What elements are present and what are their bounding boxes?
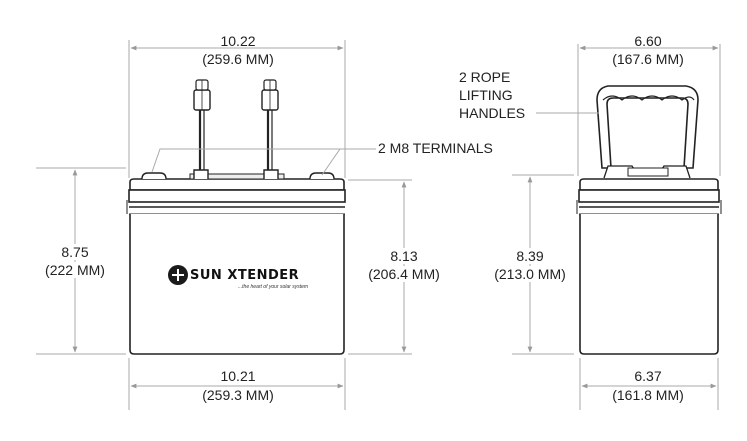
front-top-width-value: 10.22: [220, 33, 256, 49]
side-bottom-width-metric: (161.8 MM): [612, 387, 684, 403]
front-total-height-metric: (222 MM): [45, 262, 105, 278]
front-dimension-lines: [36, 40, 412, 410]
front-top-width-metric: (259.6 MM): [202, 51, 274, 67]
side-dimension-lines: [512, 44, 721, 410]
handles-callout-line-2: LIFTING: [459, 87, 513, 103]
side-height-value: 8.39: [516, 248, 544, 264]
front-case-height-value: 8.13: [390, 248, 418, 264]
side-top-width-value: 6.60: [634, 33, 662, 49]
sun-badge-icon: [168, 265, 188, 285]
side-top-width-metric: (167.6 MM): [612, 51, 684, 67]
logo-tagline: ...the heart of your solar system: [238, 284, 309, 290]
front-battery: [126, 79, 346, 355]
front-total-height-value: 8.75: [61, 244, 89, 260]
front-case-height-metric: (206.4 MM): [368, 266, 440, 282]
side-bottom-width-value: 6.37: [634, 368, 662, 384]
logo-brand: SUN XTENDER: [190, 268, 300, 283]
side-battery: [576, 85, 722, 355]
handles-callout-line-3: HANDLES: [459, 105, 526, 121]
front-bottom-width-metric: (259.3 MM): [202, 387, 274, 403]
side-height-metric: (213.0 MM): [494, 266, 566, 282]
terminals-callout: 2 M8 TERMINALS: [378, 140, 493, 156]
front-bottom-width-value: 10.21: [220, 368, 256, 384]
sun-xtender-logo: SUN XTENDER ...the heart of your solar s…: [168, 262, 318, 294]
handles-callout-line-1: 2 ROPE: [459, 69, 511, 85]
